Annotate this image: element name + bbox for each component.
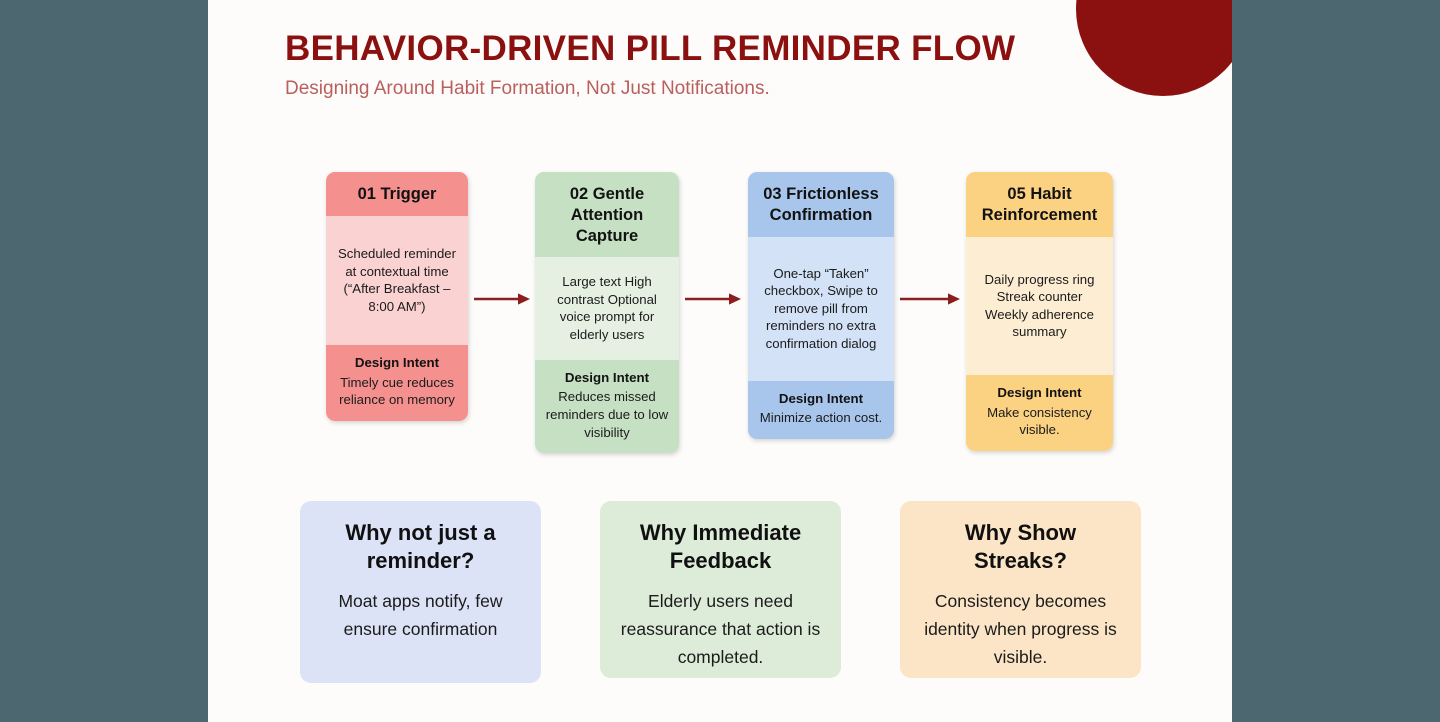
design-intent-label-4: Design Intent [997, 384, 1082, 400]
flow-step-card-1[interactable]: 01 Trigger Scheduled reminder at context… [326, 172, 468, 421]
rationale-card-why-not-just-a-reminder[interactable]: Why not just a reminder? Moat apps notif… [300, 501, 541, 683]
rationale-card-why-immediate-feedback[interactable]: Why Immediate Feedback Elderly users nee… [600, 501, 841, 678]
flow-step-intent-1: Design Intent Timely cue reduces relianc… [326, 344, 468, 421]
flow-step-intent-3: Design Intent Minimize action cost. [748, 380, 894, 439]
flow-step-card-2[interactable]: 02 Gentle Attention Capture Large text H… [535, 172, 679, 453]
design-intent-text-4: Make consistency visible. [987, 404, 1092, 438]
design-intent-text-3: Minimize action cost. [759, 410, 883, 426]
flow-step-intent-2: Design Intent Reduces missed reminders d… [535, 359, 679, 453]
design-intent-label-1: Design Intent [354, 354, 440, 370]
rationale-text-3: Consistency becomes identity when progre… [924, 591, 1117, 668]
flow-step-heading-2: 02 Gentle Attention Capture [535, 172, 679, 258]
flow-step-body-1: Scheduled reminder at contextual time (“… [326, 215, 468, 345]
flow-diagram: 01 Trigger Scheduled reminder at context… [208, 172, 1232, 462]
page-subtitle: Designing Around Habit Formation, Not Ju… [285, 77, 770, 99]
design-intent-text-2: Reduces missed reminders due to low visi… [545, 389, 669, 440]
flow-step-heading-1: 01 Trigger [326, 172, 468, 216]
flow-step-body-2: Large text High contrast Optional voice … [535, 257, 679, 360]
rationale-title-3: Why Show Streaks? [964, 520, 1077, 574]
slide-header: BEHAVIOR-DRIVEN PILL REMINDER FLOW Desig… [285, 30, 1165, 101]
page-title: BEHAVIOR-DRIVEN PILL REMINDER FLOW [285, 29, 1016, 68]
flow-step-card-3[interactable]: 03 Frictionless Confirmation One-tap “Ta… [748, 172, 894, 439]
arrow-right-icon [474, 293, 530, 305]
flow-step-body-4: Daily progress ring Streak counter Weekl… [966, 236, 1113, 375]
arrow-right-icon [685, 293, 741, 305]
flow-step-heading-4: 05 Habit Reinforcement [966, 172, 1113, 237]
rationale-text-2: Elderly users need reassurance that acti… [620, 591, 821, 668]
rationale-title-2: Why Immediate Feedback [639, 520, 802, 574]
slide-canvas: BEHAVIOR-DRIVEN PILL REMINDER FLOW Desig… [208, 0, 1232, 722]
design-intent-label-3: Design Intent [778, 390, 864, 406]
design-intent-text-1: Timely cue reduces reliance on memory [339, 374, 455, 408]
arrow-right-icon [900, 293, 960, 305]
flow-step-heading-3: 03 Frictionless Confirmation [748, 172, 894, 237]
flow-step-body-3: One-tap “Taken” checkbox, Swipe to remov… [748, 236, 894, 381]
design-intent-label-2: Design Intent [564, 369, 650, 385]
flow-step-intent-4: Design Intent Make consistency visible. [966, 374, 1113, 451]
flow-step-card-4[interactable]: 05 Habit Reinforcement Daily progress ri… [966, 172, 1113, 451]
rationale-title-1: Why not just a reminder? [345, 520, 496, 574]
rationale-card-why-show-streaks[interactable]: Why Show Streaks? Consistency becomes id… [900, 501, 1141, 678]
rationale-text-1: Moat apps notify, few ensure confirmatio… [338, 591, 503, 640]
